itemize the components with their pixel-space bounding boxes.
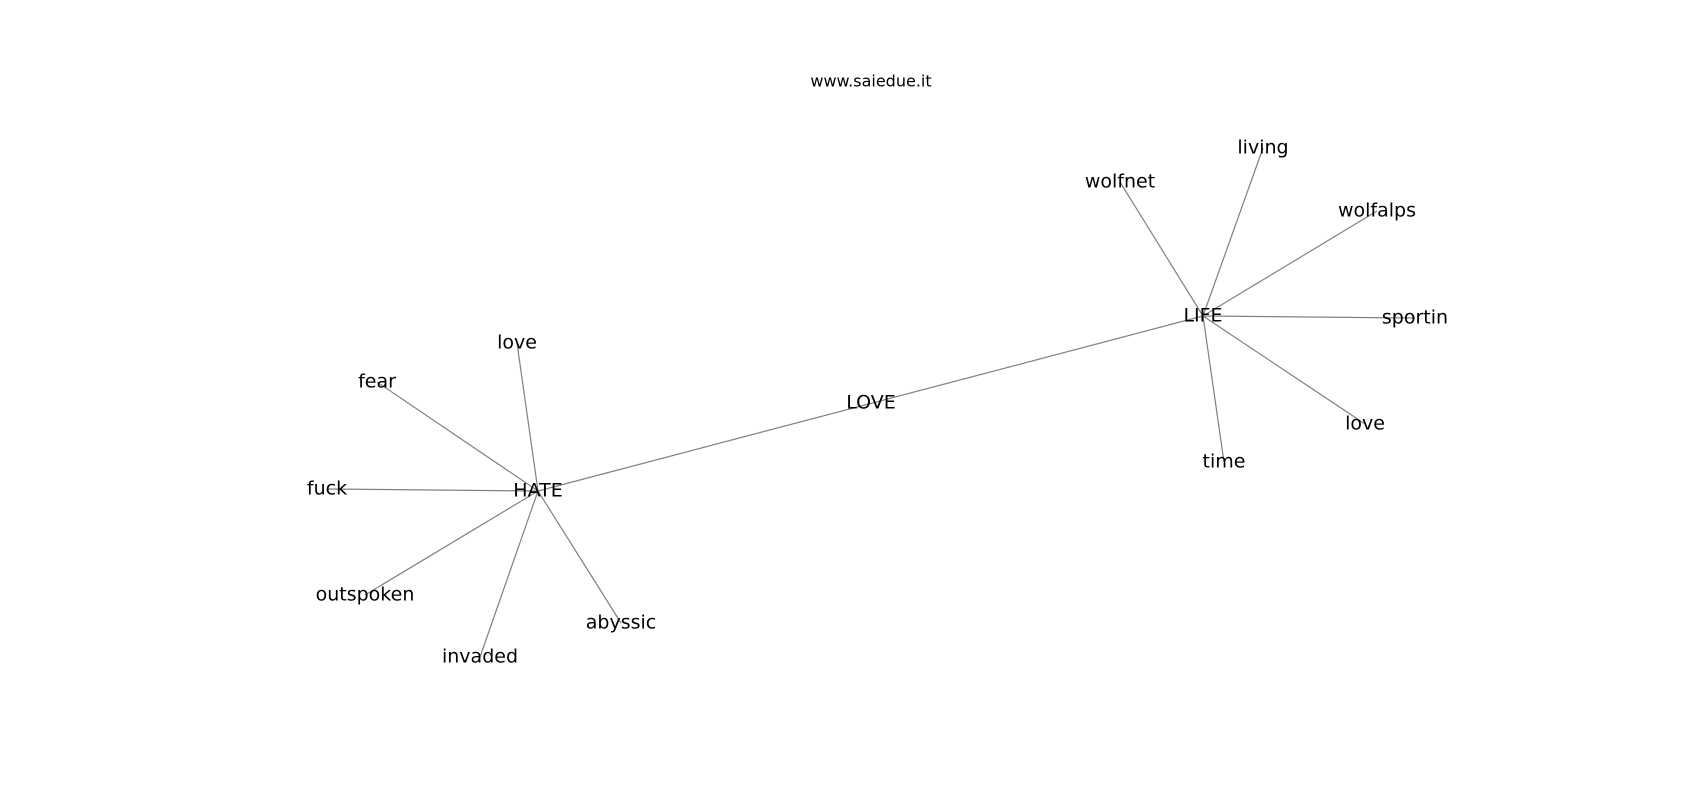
edge-life-wolfnet bbox=[1119, 181, 1204, 317]
edges-group bbox=[326, 147, 1416, 658]
edge-life-sportin bbox=[1202, 315, 1416, 319]
edge-life-time bbox=[1202, 315, 1225, 463]
edge-hate-fuck bbox=[326, 488, 539, 492]
node-label-wolfnet: wolfnet bbox=[1085, 171, 1155, 193]
edge-hate-abyssic bbox=[537, 490, 622, 624]
node-label-fuck: fuck bbox=[307, 478, 347, 500]
node-label-abyssic: abyssic bbox=[586, 612, 656, 634]
edge-hate-outspoken bbox=[364, 490, 539, 596]
node-label-life: LIFE bbox=[1183, 305, 1222, 327]
edge-hate-life bbox=[537, 315, 1204, 492]
node-label-time: time bbox=[1203, 451, 1246, 473]
edge-hate-hate_love bbox=[516, 342, 539, 492]
edge-life-wolfalps bbox=[1202, 210, 1378, 317]
edge-hate-fear bbox=[376, 381, 539, 492]
edge-life-living bbox=[1202, 147, 1264, 317]
node-label-wolfalps: wolfalps bbox=[1338, 200, 1416, 222]
node-label-life_love: love bbox=[1345, 413, 1385, 435]
node-label-living: living bbox=[1237, 137, 1288, 159]
node-label-sportin: sportin bbox=[1382, 307, 1448, 329]
node-label-outspoken: outspoken bbox=[316, 584, 415, 606]
edge-hate-invaded bbox=[479, 490, 539, 658]
node-label-invaded: invaded bbox=[442, 646, 518, 668]
site-label: www.saiedue.it bbox=[810, 72, 931, 91]
nodes-group: LOVE HATE LIFE love fear fuck outspoken invaded… bbox=[307, 137, 1448, 668]
node-label-hate: HATE bbox=[513, 480, 562, 502]
edge-life-life_love bbox=[1202, 315, 1366, 425]
node-label-love_center: LOVE bbox=[846, 392, 896, 414]
node-label-hate_love: love bbox=[497, 332, 537, 354]
node-label-fear: fear bbox=[358, 371, 396, 393]
